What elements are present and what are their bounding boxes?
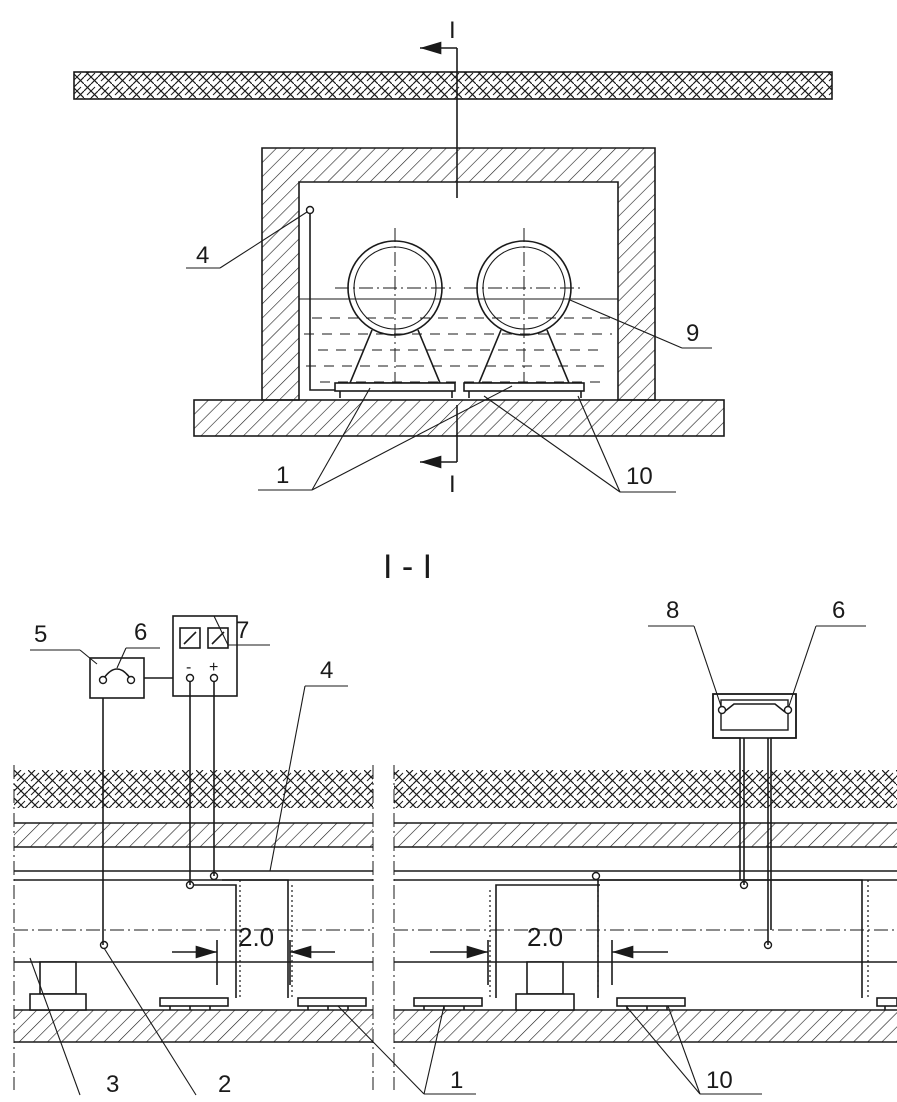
dimension-left: 2.0 bbox=[238, 922, 274, 952]
label-6-left: 6 bbox=[134, 619, 147, 646]
section-mark-top: I bbox=[449, 17, 456, 44]
anode-plates-lower bbox=[159, 997, 897, 1010]
label-2: 2 bbox=[218, 1071, 231, 1098]
base-slab-right bbox=[394, 1010, 897, 1042]
anode-plate-right bbox=[463, 382, 585, 392]
anode-plate-left bbox=[334, 382, 456, 392]
label-6-right: 6 bbox=[832, 597, 845, 624]
label-8: 8 bbox=[666, 597, 679, 624]
terminal-minus: - bbox=[186, 659, 191, 676]
label-5: 5 bbox=[34, 621, 47, 648]
label-1-plan: 1 bbox=[276, 462, 289, 489]
test-post bbox=[712, 693, 797, 945]
label-7: 7 bbox=[236, 617, 249, 644]
base-slab-left bbox=[14, 1010, 373, 1042]
label-1-section: 1 bbox=[450, 1067, 463, 1094]
base-slab bbox=[193, 399, 725, 437]
longitudinal-section: 2.0 2.0 - + bbox=[13, 597, 897, 1098]
cover-slab-left bbox=[14, 823, 373, 847]
cross-section-view: I I bbox=[73, 17, 833, 498]
terminal-plus: + bbox=[209, 659, 218, 676]
section-mark-bottom: I bbox=[449, 471, 456, 498]
label-10-plan: 10 bbox=[626, 463, 653, 490]
cover-slab-right bbox=[394, 823, 897, 847]
label-4-plan: 4 bbox=[196, 242, 209, 269]
pipe-support-right bbox=[515, 961, 575, 1011]
label-9-plan: 9 bbox=[686, 320, 699, 347]
cable-4 bbox=[309, 210, 335, 391]
soil-layer-right bbox=[394, 770, 897, 808]
label-4-section: 4 bbox=[320, 657, 333, 684]
label-3: 3 bbox=[106, 1071, 119, 1098]
section-title: I - I bbox=[383, 548, 432, 586]
dimension-right: 2.0 bbox=[527, 922, 563, 952]
meter-box: - + bbox=[172, 615, 238, 697]
soil-layer bbox=[73, 71, 833, 100]
pipe-support-left bbox=[29, 961, 87, 1011]
soil-layer-left bbox=[14, 770, 373, 808]
reference-electrode-box bbox=[89, 657, 145, 699]
label-10-section: 10 bbox=[706, 1067, 733, 1094]
groundwater bbox=[299, 298, 618, 383]
trench-walls bbox=[261, 147, 656, 401]
pipe-left bbox=[334, 228, 456, 398]
pipe-right bbox=[463, 228, 585, 398]
